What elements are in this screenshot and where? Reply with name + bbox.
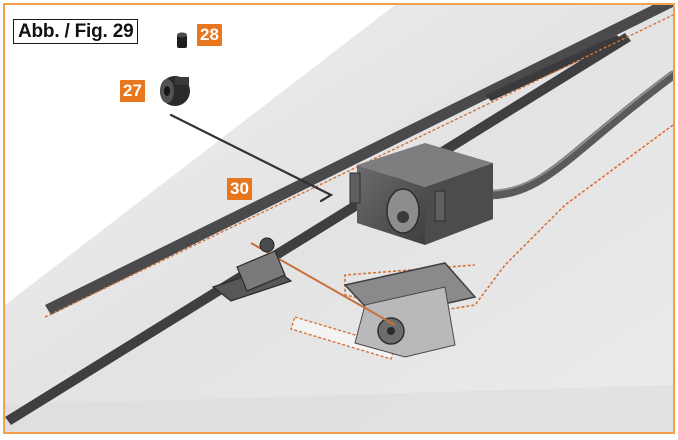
callout-30-badge: 30: [227, 178, 252, 200]
horn-slot-outline: [290, 316, 396, 360]
servo-cable: [480, 70, 673, 200]
callout-28-badge: 28: [197, 24, 222, 46]
servo-side: [425, 163, 493, 245]
wing-edge-shadow: [5, 385, 673, 432]
control-horn-arm: [236, 250, 286, 292]
clevis-connector-installed: [259, 237, 275, 253]
figure-frame: Abb. / Fig. 29 28 27 30: [3, 3, 675, 434]
servo-mount-pocket: [354, 286, 456, 358]
servo-cable-highlight: [484, 70, 673, 192]
control-horn-hub: [387, 327, 395, 335]
clevis-connector-part: [160, 76, 190, 106]
assembly-illustration: [5, 5, 673, 432]
servo-output-shaft: [397, 211, 409, 223]
screw-part: [177, 32, 187, 48]
pushrod-part: [169, 113, 334, 203]
servo-mount-tab-left: [349, 172, 361, 204]
hinge-slot-lower: [5, 33, 631, 425]
callout-27-badge: 27: [120, 80, 145, 102]
servo-mount-tab-right: [434, 190, 446, 222]
slot-outline-dashed: [44, 14, 673, 318]
hinge-slot-top: [485, 35, 623, 101]
figure-label: Abb. / Fig. 29: [13, 19, 139, 44]
